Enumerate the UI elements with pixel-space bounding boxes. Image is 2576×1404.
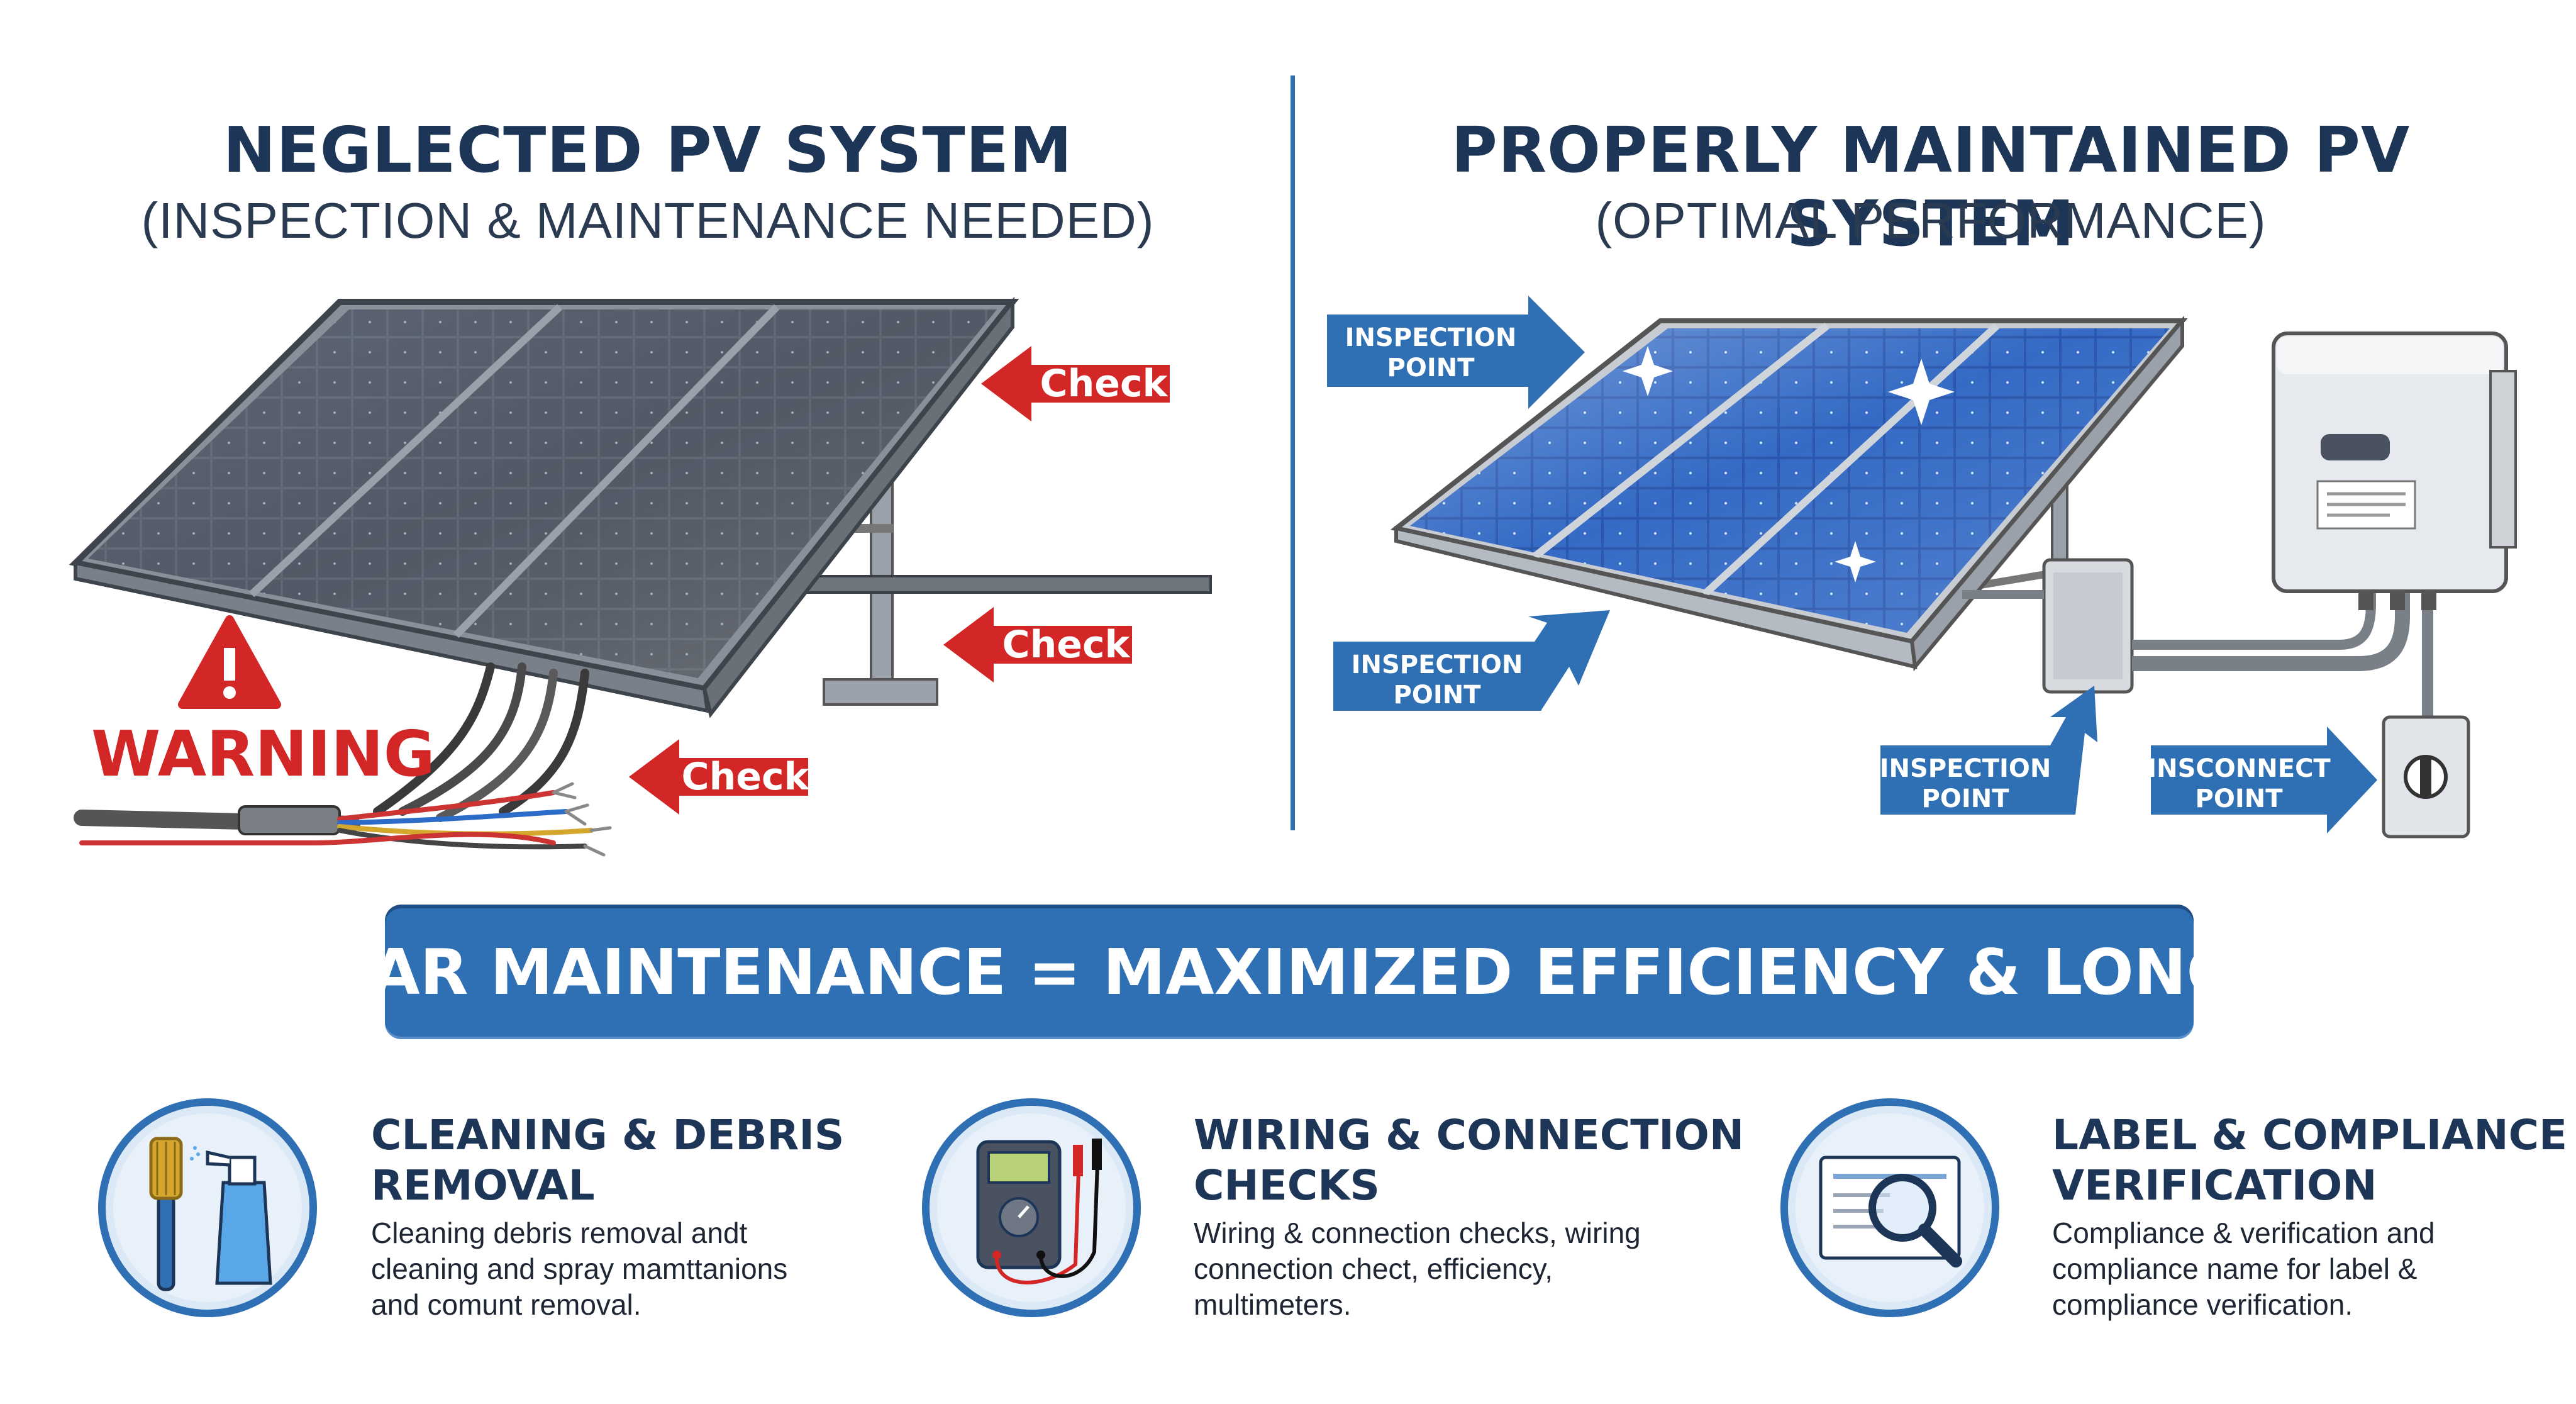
maintained-pv-illustration: INSPECTION POINT INSPECTION POINT INSPEC… xyxy=(1327,296,2517,838)
check-label-1: Check xyxy=(1040,362,1169,406)
feature-3-description: Compliance & verification and compliance… xyxy=(2052,1215,2435,1323)
inspection-point-2: INSPECTION POINT xyxy=(1333,610,1610,711)
magnifier-document-icon xyxy=(1780,1098,1999,1317)
check-label-2: Check xyxy=(1002,623,1131,667)
warning-icon xyxy=(178,615,281,709)
conduit-pipe xyxy=(791,575,1212,594)
svg-text:INSPECTION: INSPECTION xyxy=(1352,650,1523,679)
feature-3-desc-line-3: compliance verification. xyxy=(2052,1288,2353,1321)
feature-1-desc-line-3: and comunt removal. xyxy=(371,1288,641,1321)
check-arrow-2: Check xyxy=(943,607,1132,682)
multimeter-icon xyxy=(922,1098,1141,1317)
right-subtitle: (OPTIMAL PERFORMANCE) xyxy=(1595,192,2267,248)
frayed-cables xyxy=(74,662,612,857)
feature-1-desc-line-2: cleaning and spray mamttanions xyxy=(371,1252,788,1285)
feature-2-description: Wiring & connection checks, wiring conne… xyxy=(1194,1215,1641,1323)
feature-3-desc-line-2: compliance name for label & xyxy=(2052,1252,2418,1285)
sparkle-icons xyxy=(1623,346,1955,582)
check-arrow-3: Check xyxy=(629,739,811,815)
feature-2-title: WIRING & CONNECTION CHECKS xyxy=(1194,1110,1744,1211)
feature-1-title: CLEANING & DEBRIS REMOVAL xyxy=(371,1110,844,1211)
inspection-point-3: INSPECTION POINT xyxy=(1880,686,2097,815)
inverter-box xyxy=(2272,332,2517,610)
check-arrow-1: Check xyxy=(981,346,1170,421)
disconnect-point: INSCONNECT POINT xyxy=(2147,727,2377,833)
support-base xyxy=(823,678,938,706)
left-subtitle: (INSPECTION & MAINTENANCE NEEDED) xyxy=(141,192,1155,248)
center-divider xyxy=(1291,75,1295,830)
feature-1-title-line-1: CLEANING & DEBRIS xyxy=(371,1111,845,1159)
right-title: PROPERLY MAINTAINED PV SYSTEM xyxy=(1451,113,2411,260)
inspection-point-1: INSPECTION POINT xyxy=(1327,296,1585,409)
feature-3-title-line-1: LABEL & COMPLIANCE xyxy=(2052,1111,2568,1159)
cleaning-icon xyxy=(98,1098,317,1317)
feature-2-desc-line-2: connection chect, efficiency, xyxy=(1194,1252,1553,1285)
left-title: NEGLECTED PV SYSTEM xyxy=(223,113,1073,187)
banner-text: REGULAR MAINTENANCE = MAXIMIZED EFFICIEN… xyxy=(136,935,2442,1009)
maintenance-banner: REGULAR MAINTENANCE = MAXIMIZED EFFICIEN… xyxy=(137,905,2441,1039)
feature-2-desc-line-1: Wiring & connection checks, wiring xyxy=(1194,1217,1641,1249)
check-label-3: Check xyxy=(682,755,811,799)
feature-2-title-line-2: CHECKS xyxy=(1194,1161,1380,1210)
disconnect-switch xyxy=(2382,715,2470,838)
warning-label: WARNING xyxy=(91,717,435,791)
svg-text:POINT: POINT xyxy=(1387,354,1475,382)
svg-text:INSPECTION: INSPECTION xyxy=(1880,754,2051,783)
feature-1-title-line-2: REMOVAL xyxy=(371,1161,595,1210)
neglected-pv-illustration: Check Check Check xyxy=(69,296,1212,857)
feature-1-description: Cleaning debris removal andt cleaning an… xyxy=(371,1215,787,1323)
feature-1-desc-line-1: Cleaning debris removal andt xyxy=(371,1217,748,1249)
feature-2-desc-line-3: multimeters. xyxy=(1194,1288,1352,1321)
svg-text:POINT: POINT xyxy=(1394,681,1482,710)
svg-text:INSPECTION: INSPECTION xyxy=(1345,323,1517,352)
svg-text:INSCONNECT: INSCONNECT xyxy=(2147,754,2331,783)
svg-text:POINT: POINT xyxy=(2196,784,2284,813)
feature-3-title-line-2: VERIFICATION xyxy=(2052,1161,2377,1210)
feature-3-title: LABEL & COMPLIANCE VERIFICATION xyxy=(2052,1110,2567,1211)
feature-3-desc-line-1: Compliance & verification and xyxy=(2052,1217,2435,1249)
feature-2-title-line-1: WIRING & CONNECTION xyxy=(1194,1111,1745,1159)
svg-text:POINT: POINT xyxy=(1922,784,2010,813)
